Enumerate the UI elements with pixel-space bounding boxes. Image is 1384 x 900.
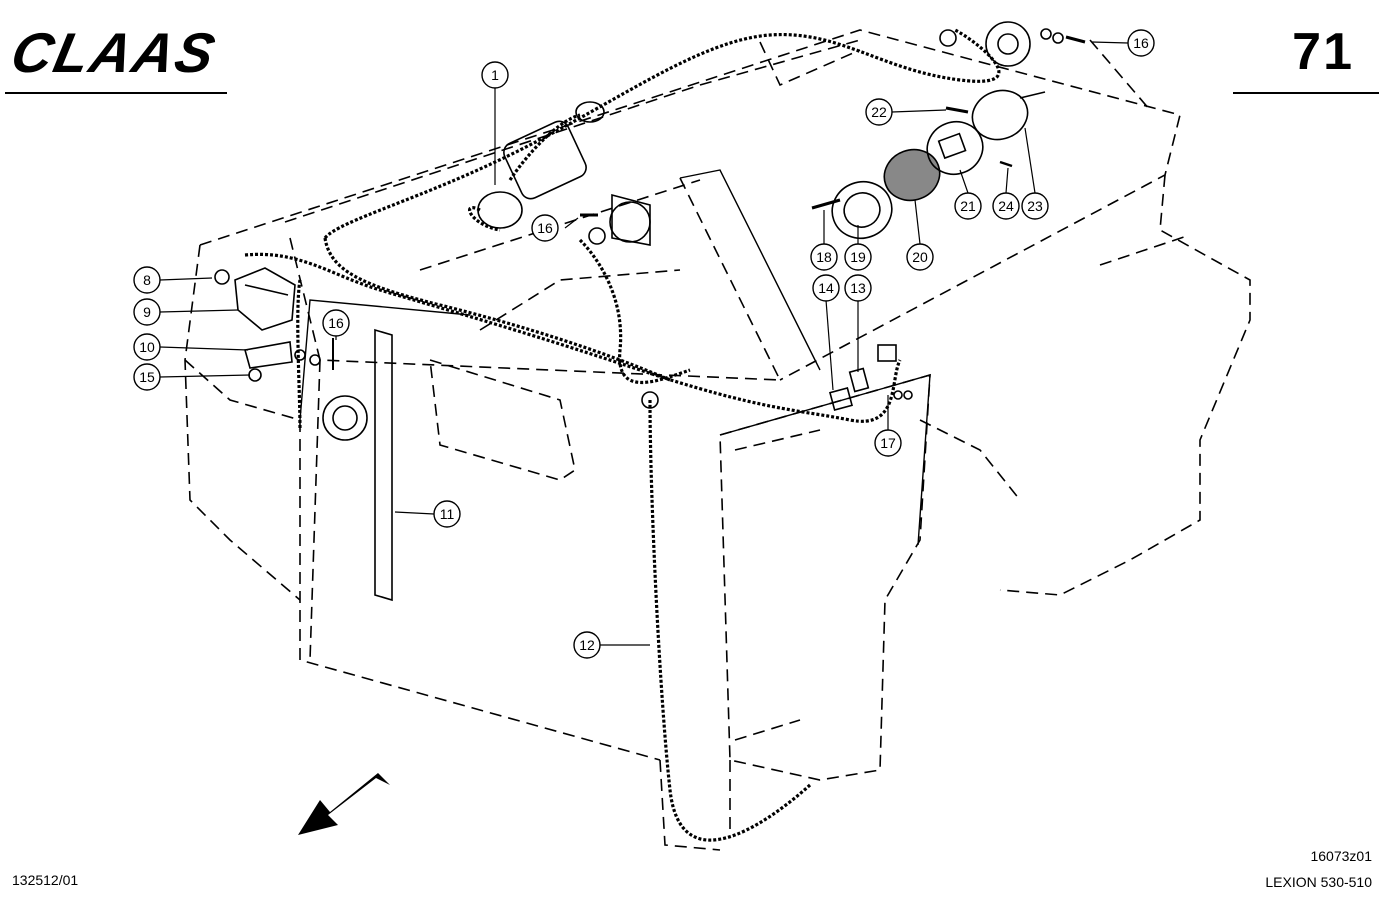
callout-22: 22 xyxy=(865,98,893,126)
callout-19: 19 xyxy=(844,243,872,271)
svg-text:24: 24 xyxy=(998,198,1014,214)
callout-17: 17 xyxy=(874,429,902,457)
part-19-gasket xyxy=(831,180,893,240)
callout-21: 21 xyxy=(954,192,982,220)
part-21-housing xyxy=(926,120,984,176)
callout-20: 20 xyxy=(906,243,934,271)
part-13-switch xyxy=(848,367,870,393)
part-10-bracket xyxy=(243,341,293,369)
panel-solid xyxy=(299,169,931,546)
callout-11: 11 xyxy=(433,500,461,528)
brand-text: CLAAS xyxy=(14,22,222,84)
callout-18: 18 xyxy=(810,243,838,271)
svg-text:10: 10 xyxy=(139,339,155,355)
svg-text:16: 16 xyxy=(537,220,553,236)
figure-code: 16073z01 xyxy=(1310,848,1372,864)
machine-outline xyxy=(184,29,1251,851)
part-1-cylinder xyxy=(503,120,587,200)
part-1-housing xyxy=(477,191,523,229)
connector xyxy=(877,344,897,362)
svg-text:20: 20 xyxy=(912,249,928,265)
callout-15: 15 xyxy=(133,363,161,391)
part-1-cap xyxy=(575,101,605,123)
svg-text:17: 17 xyxy=(880,435,896,451)
callout-12: 12 xyxy=(573,631,601,659)
page-number: 71 xyxy=(1292,23,1354,81)
svg-text:11: 11 xyxy=(440,506,455,522)
svg-text:19: 19 xyxy=(850,249,866,265)
part-22-bolt xyxy=(945,106,969,114)
left-lamp-housing xyxy=(322,395,368,441)
callout-9: 9 xyxy=(133,298,161,326)
claas-logo: CLAAS xyxy=(14,22,222,84)
svg-text:13: 13 xyxy=(850,280,866,296)
part-15-nut xyxy=(248,368,262,382)
svg-text:21: 21 xyxy=(960,198,976,214)
svg-text:14: 14 xyxy=(818,280,834,296)
components xyxy=(214,21,1086,602)
svg-text:8: 8 xyxy=(143,272,151,288)
model-label: LEXION 530-510 xyxy=(1265,874,1372,890)
svg-text:9: 9 xyxy=(143,304,151,320)
svg-text:16: 16 xyxy=(1133,35,1149,51)
direction-arrow-icon xyxy=(298,773,390,835)
callout-16-left: 16 xyxy=(322,309,350,337)
header-rule-right xyxy=(1233,92,1379,94)
wiring-harness xyxy=(244,28,1001,842)
callout-16-top: 16 xyxy=(1127,29,1155,57)
part-23-cover xyxy=(971,89,1029,141)
callout-24: 24 xyxy=(992,192,1020,220)
callout-8: 8 xyxy=(133,266,161,294)
svg-text:23: 23 xyxy=(1027,198,1043,214)
svg-text:22: 22 xyxy=(871,104,887,120)
callout-10: 10 xyxy=(133,333,161,361)
svg-text:16: 16 xyxy=(328,315,344,331)
callout-13: 13 xyxy=(844,274,872,302)
svg-text:18: 18 xyxy=(816,249,832,265)
center-lamp-housing xyxy=(609,201,651,243)
callout-1: 1 xyxy=(481,61,509,89)
svg-text:1: 1 xyxy=(491,67,499,83)
part-8-bulb xyxy=(214,269,230,285)
part-20-grille xyxy=(883,148,941,202)
part-24-screw xyxy=(999,160,1013,168)
part-18-bolt xyxy=(811,198,841,210)
callout-23: 23 xyxy=(1021,192,1049,220)
header-rule-left xyxy=(5,92,227,94)
part-9-lamp xyxy=(234,267,296,331)
part-14-plate xyxy=(828,386,854,412)
svg-text:15: 15 xyxy=(139,369,155,385)
document-id: 132512/01 xyxy=(12,872,79,888)
top-lamp-housing xyxy=(985,21,1031,67)
callout-14: 14 xyxy=(812,274,840,302)
callouts: 1 8 9 10 15 16 16 16 11 12 13 14 17 18 1… xyxy=(133,29,1155,659)
part-11-strip xyxy=(374,328,393,602)
leader-lines xyxy=(159,41,1129,646)
svg-text:12: 12 xyxy=(579,637,595,653)
callout-16-center: 16 xyxy=(531,214,559,242)
